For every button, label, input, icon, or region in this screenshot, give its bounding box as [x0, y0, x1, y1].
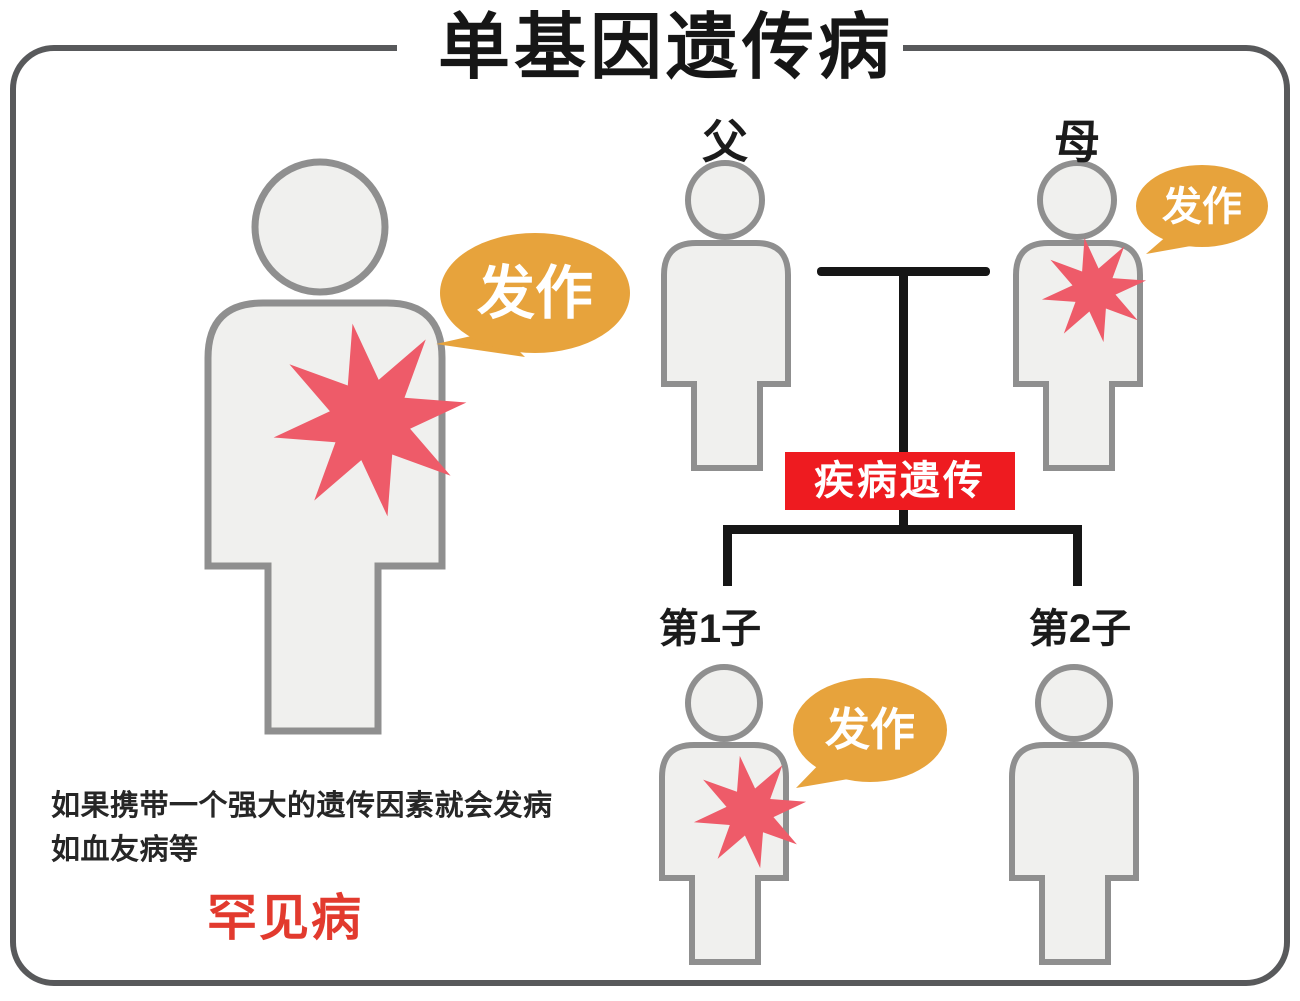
person-body [661, 240, 791, 471]
person-body [1009, 742, 1139, 965]
father-label: 父 [702, 116, 748, 168]
person-body [659, 742, 789, 965]
person-head [685, 160, 765, 240]
speech-bubble-ellipse [440, 233, 630, 353]
speech-bubble-ellipse [793, 678, 947, 782]
sibling-bracket [723, 525, 1082, 534]
bubble-text-child1: 发作 [824, 704, 915, 755]
diagram-title: 单基因遗传病 [437, 8, 894, 88]
sibling-drop-left [723, 525, 732, 586]
rare-disease-label: 罕见病 [207, 890, 363, 946]
speech-bubble-affected [436, 233, 630, 357]
speech-bubble-child1 [793, 678, 947, 788]
person-head [685, 664, 763, 742]
burst-icon-affected [273, 323, 467, 517]
descend-line-upper [899, 271, 908, 455]
person-head [251, 158, 389, 296]
speech-bubble-ellipse [1136, 165, 1268, 247]
burst-icon-child1 [693, 755, 807, 869]
note-line1: 如果携带一个强大的遗传因素就会发病 [51, 790, 553, 822]
speech-bubble-mother [1136, 165, 1268, 254]
figure-father [661, 160, 791, 471]
figure-child2 [1009, 664, 1139, 965]
person-head [1035, 664, 1113, 742]
person-head [1037, 160, 1117, 240]
family-tree-lines [723, 267, 1082, 586]
title-background-patch [397, 36, 903, 58]
inheritance-box [785, 452, 1015, 510]
sibling-drop-right [1073, 525, 1082, 586]
bubble-text-mother: 发作 [1162, 185, 1242, 229]
child2-label: 第2子 [1028, 607, 1132, 651]
mother-label: 母 [1054, 116, 1100, 168]
burst-icon-mother [1041, 237, 1147, 343]
descend-line-lower [899, 507, 908, 534]
child1-label: 第1子 [658, 607, 762, 651]
bubble-text-affected: 发作 [476, 261, 593, 326]
note-line2: 如血友病等 [51, 834, 199, 866]
inheritance-box-label: 疾病遗传 [814, 459, 986, 503]
